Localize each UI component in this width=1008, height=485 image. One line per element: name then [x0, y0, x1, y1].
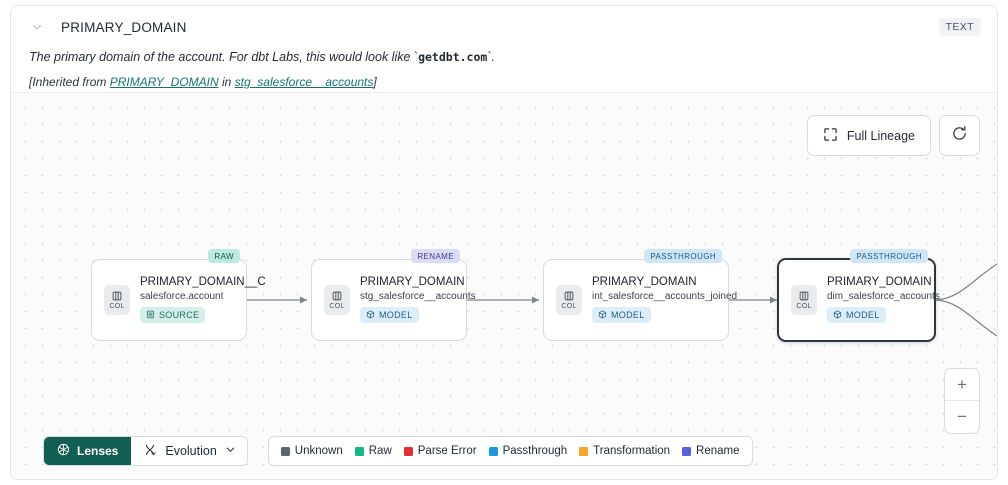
evolution-icon [143, 443, 157, 460]
inherited-column-link[interactable]: PRIMARY_DOMAIN [109, 74, 219, 89]
legend-label: Parse Error [417, 445, 477, 457]
legend-swatch [280, 446, 290, 456]
lineage-legend: Unknown Raw Parse Error Passthrough Tran… [267, 436, 753, 466]
zoom-in-button[interactable]: + [945, 369, 979, 401]
node-kind-label: MODEL [611, 310, 645, 321]
evolution-dropdown[interactable]: Evolution [131, 437, 247, 465]
legend-label: Rename [696, 445, 740, 457]
node-kind-badge: SOURCE [140, 307, 206, 324]
column-lineage-panel: PRIMARY_DOMAIN TEXT The primary domain o… [10, 5, 998, 480]
chevron-down-icon [225, 444, 236, 458]
column-icon: COL [791, 285, 817, 315]
legend-swatch [579, 446, 589, 456]
node-kind-badge: MODEL [592, 307, 651, 324]
lineage-node[interactable]: RENAME COL PRIMARY_DOMAIN stg_salesforce… [311, 249, 476, 341]
aperture-icon [57, 443, 70, 459]
refresh-icon [951, 125, 968, 147]
legend-label: Passthrough [502, 445, 568, 457]
zoom-out-button[interactable]: − [957, 407, 967, 426]
legend-item: Rename [682, 445, 740, 457]
column-description: The primary domain of the account. For d… [29, 50, 979, 66]
evolution-label: Evolution [165, 444, 217, 458]
legend-swatch [403, 446, 413, 456]
inherited-mid: in [218, 74, 235, 89]
legend-label: Raw [368, 445, 392, 457]
database-icon [146, 310, 155, 321]
description-text-post: `. [487, 50, 495, 64]
inherited-from-note: [Inherited from PRIMARY_DOMAIN in stg_sa… [29, 75, 979, 89]
lineage-bottom-bar: Lenses Evolution [43, 436, 753, 466]
full-lineage-label: Full Lineage [846, 128, 915, 143]
zoom-controls: + − [944, 368, 980, 434]
node-tag: PASSTHROUGH [644, 249, 722, 263]
chevron-down-icon[interactable] [29, 19, 45, 35]
node-tag: PASSTHROUGH [850, 249, 928, 263]
description-text-pre: The primary domain of the account. For d… [29, 50, 419, 64]
legend-swatch [354, 446, 364, 456]
node-subtitle: stg_salesforce__accounts [360, 291, 476, 303]
node-title: PRIMARY_DOMAIN [592, 276, 697, 289]
column-header: PRIMARY_DOMAIN TEXT The primary domain o… [11, 6, 997, 91]
legend-item: Passthrough [488, 445, 568, 457]
node-kind-label: MODEL [846, 310, 880, 321]
cube-icon [598, 310, 607, 321]
description-code: getdbt.com [418, 50, 488, 64]
node-title: PRIMARY_DOMAIN [827, 276, 932, 289]
column-icon: COL [324, 285, 350, 315]
node-subtitle: dim_salesforce_accounts [827, 291, 940, 303]
node-kind-label: SOURCE [159, 310, 200, 321]
legend-label: Transformation [593, 445, 671, 457]
page-title: PRIMARY_DOMAIN [61, 19, 187, 35]
inherited-model-link[interactable]: stg_salesforce__accounts [234, 74, 374, 89]
legend-item: Transformation [579, 445, 670, 457]
lineage-node[interactable]: RAW COL PRIMARY_DOMAIN__C salesforce.acc… [91, 249, 266, 341]
refresh-button[interactable] [939, 115, 980, 156]
node-title: PRIMARY_DOMAIN [360, 276, 465, 289]
legend-label: Unknown [294, 445, 343, 457]
inherited-prefix: [Inherited from [29, 74, 110, 89]
lineage-top-controls: Full Lineage [806, 115, 980, 156]
node-subtitle: salesforce.account [140, 291, 224, 303]
lineage-node[interactable]: PASSTHROUGH COL PRIMARY_DOMAIN int_sales… [543, 249, 737, 341]
lineage-node-selected[interactable]: PASSTHROUGH COL PRIMARY_DOMAIN dim_sales… [777, 249, 940, 342]
cube-icon [366, 310, 375, 321]
node-kind-label: MODEL [379, 310, 413, 321]
legend-item: Unknown [280, 445, 343, 457]
full-lineage-button[interactable]: Full Lineage [806, 115, 931, 156]
inherited-suffix: ] [373, 74, 377, 89]
node-tag: RAW [208, 249, 240, 263]
node-kind-badge: MODEL [360, 307, 419, 324]
column-chip-label: COL [561, 303, 577, 310]
lenses-label: Lenses [77, 444, 119, 458]
cube-icon [833, 310, 842, 321]
lineage-canvas[interactable]: Full Lineage [11, 92, 997, 479]
column-chip-label: COL [109, 303, 125, 310]
column-chip-label: COL [796, 303, 812, 310]
node-subtitle: int_salesforce__accounts_joined [592, 291, 738, 303]
type-badge: TEXT [938, 18, 981, 36]
legend-swatch [488, 446, 498, 456]
expand-corners-icon [823, 127, 838, 145]
legend-item: Raw [354, 445, 392, 457]
column-icon: COL [556, 285, 582, 315]
node-tag: RENAME [411, 249, 460, 263]
node-title: PRIMARY_DOMAIN__C [140, 276, 266, 289]
legend-swatch [682, 446, 692, 456]
column-icon: COL [104, 285, 130, 315]
lineage-edges [247, 263, 997, 337]
lenses-evolution-group: Lenses Evolution [43, 436, 248, 466]
legend-item: Parse Error [403, 445, 477, 457]
node-kind-badge: MODEL [827, 307, 886, 324]
column-chip-label: COL [329, 303, 345, 310]
lenses-button[interactable]: Lenses [44, 437, 132, 465]
